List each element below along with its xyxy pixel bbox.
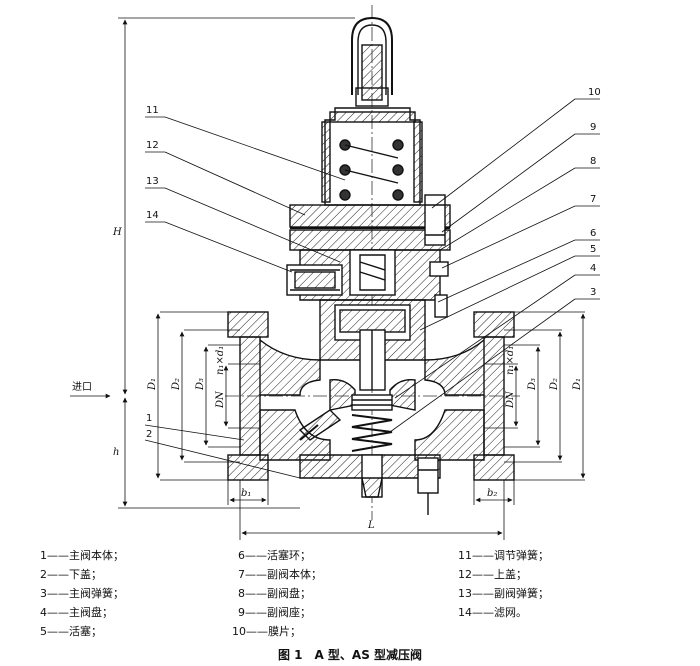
legend-item-3: 3——主阀弹簧； — [40, 587, 124, 600]
label-7: 7 — [590, 194, 596, 205]
label-3: 3 — [590, 287, 596, 298]
dim-D3-left: D₃ — [195, 378, 206, 391]
dim-L: L — [367, 520, 375, 531]
legend-item-1: 1——主阀本体； — [40, 549, 124, 562]
legend-item-9: 9——副阀座； — [238, 606, 311, 619]
legend-item-13: 13——副阀弹簧； — [458, 587, 549, 600]
dim-b1: b₁ — [241, 488, 251, 499]
dimension-lines — [70, 17, 586, 540]
dim-h: h — [113, 447, 119, 458]
figure-caption: 图 1 A 型、AS 型减压阀 — [277, 648, 423, 662]
inlet-label: 进口 — [72, 381, 92, 393]
label-12: 12 — [146, 140, 159, 151]
label-4: 4 — [590, 263, 596, 274]
dim-D3-right: D₃ — [527, 378, 538, 391]
dim-D1-right: D₁ — [572, 378, 583, 391]
legend-item-6: 6——活塞环； — [238, 549, 311, 562]
dim-b2: b₂ — [487, 488, 497, 499]
label-5: 5 — [590, 244, 596, 255]
legend-item-14: 14——滤网。 — [458, 606, 527, 619]
adjusting-spring — [339, 139, 404, 201]
legend-item-7: 7——副阀本体； — [238, 568, 322, 581]
dim-D1-left: D₁ — [147, 378, 158, 391]
label-13: 13 — [146, 176, 159, 187]
valve-body — [227, 16, 515, 515]
legend-item-5: 5——活塞； — [40, 625, 102, 638]
dim-DN-right: DN — [505, 390, 516, 409]
legend-item-11: 11——调节弹簧； — [458, 549, 549, 562]
dim-nd-left: n₁×d₁ — [215, 346, 226, 375]
label-10: 10 — [588, 87, 601, 98]
label-6: 6 — [590, 228, 596, 239]
leader-lines — [144, 98, 600, 479]
legend-item-2: 2——下盖； — [40, 568, 102, 581]
label-14: 14 — [146, 210, 159, 221]
legend-item-12: 12——上盖； — [458, 568, 527, 581]
valve-drawing: 11 12 13 14 10 9 8 7 6 5 4 3 1 2 H h 进口 … — [70, 5, 601, 540]
dim-D2-right: D₂ — [549, 378, 560, 391]
main-valve-spring — [351, 414, 393, 452]
label-2: 2 — [146, 429, 152, 440]
dim-D2-left: D₂ — [171, 378, 182, 391]
legend-item-10: 10——膜片； — [232, 625, 301, 638]
dim-nd-right: n₁×d₁ — [505, 346, 516, 375]
label-11: 11 — [146, 105, 159, 116]
dim-DN-left: DN — [215, 390, 226, 409]
dim-H: H — [112, 227, 122, 238]
legend-item-4: 4——主阀盘； — [40, 606, 113, 619]
label-1: 1 — [146, 413, 152, 424]
label-9: 9 — [590, 122, 596, 133]
label-8: 8 — [590, 156, 596, 167]
legend-item-8: 8——副阀盘； — [238, 587, 311, 600]
